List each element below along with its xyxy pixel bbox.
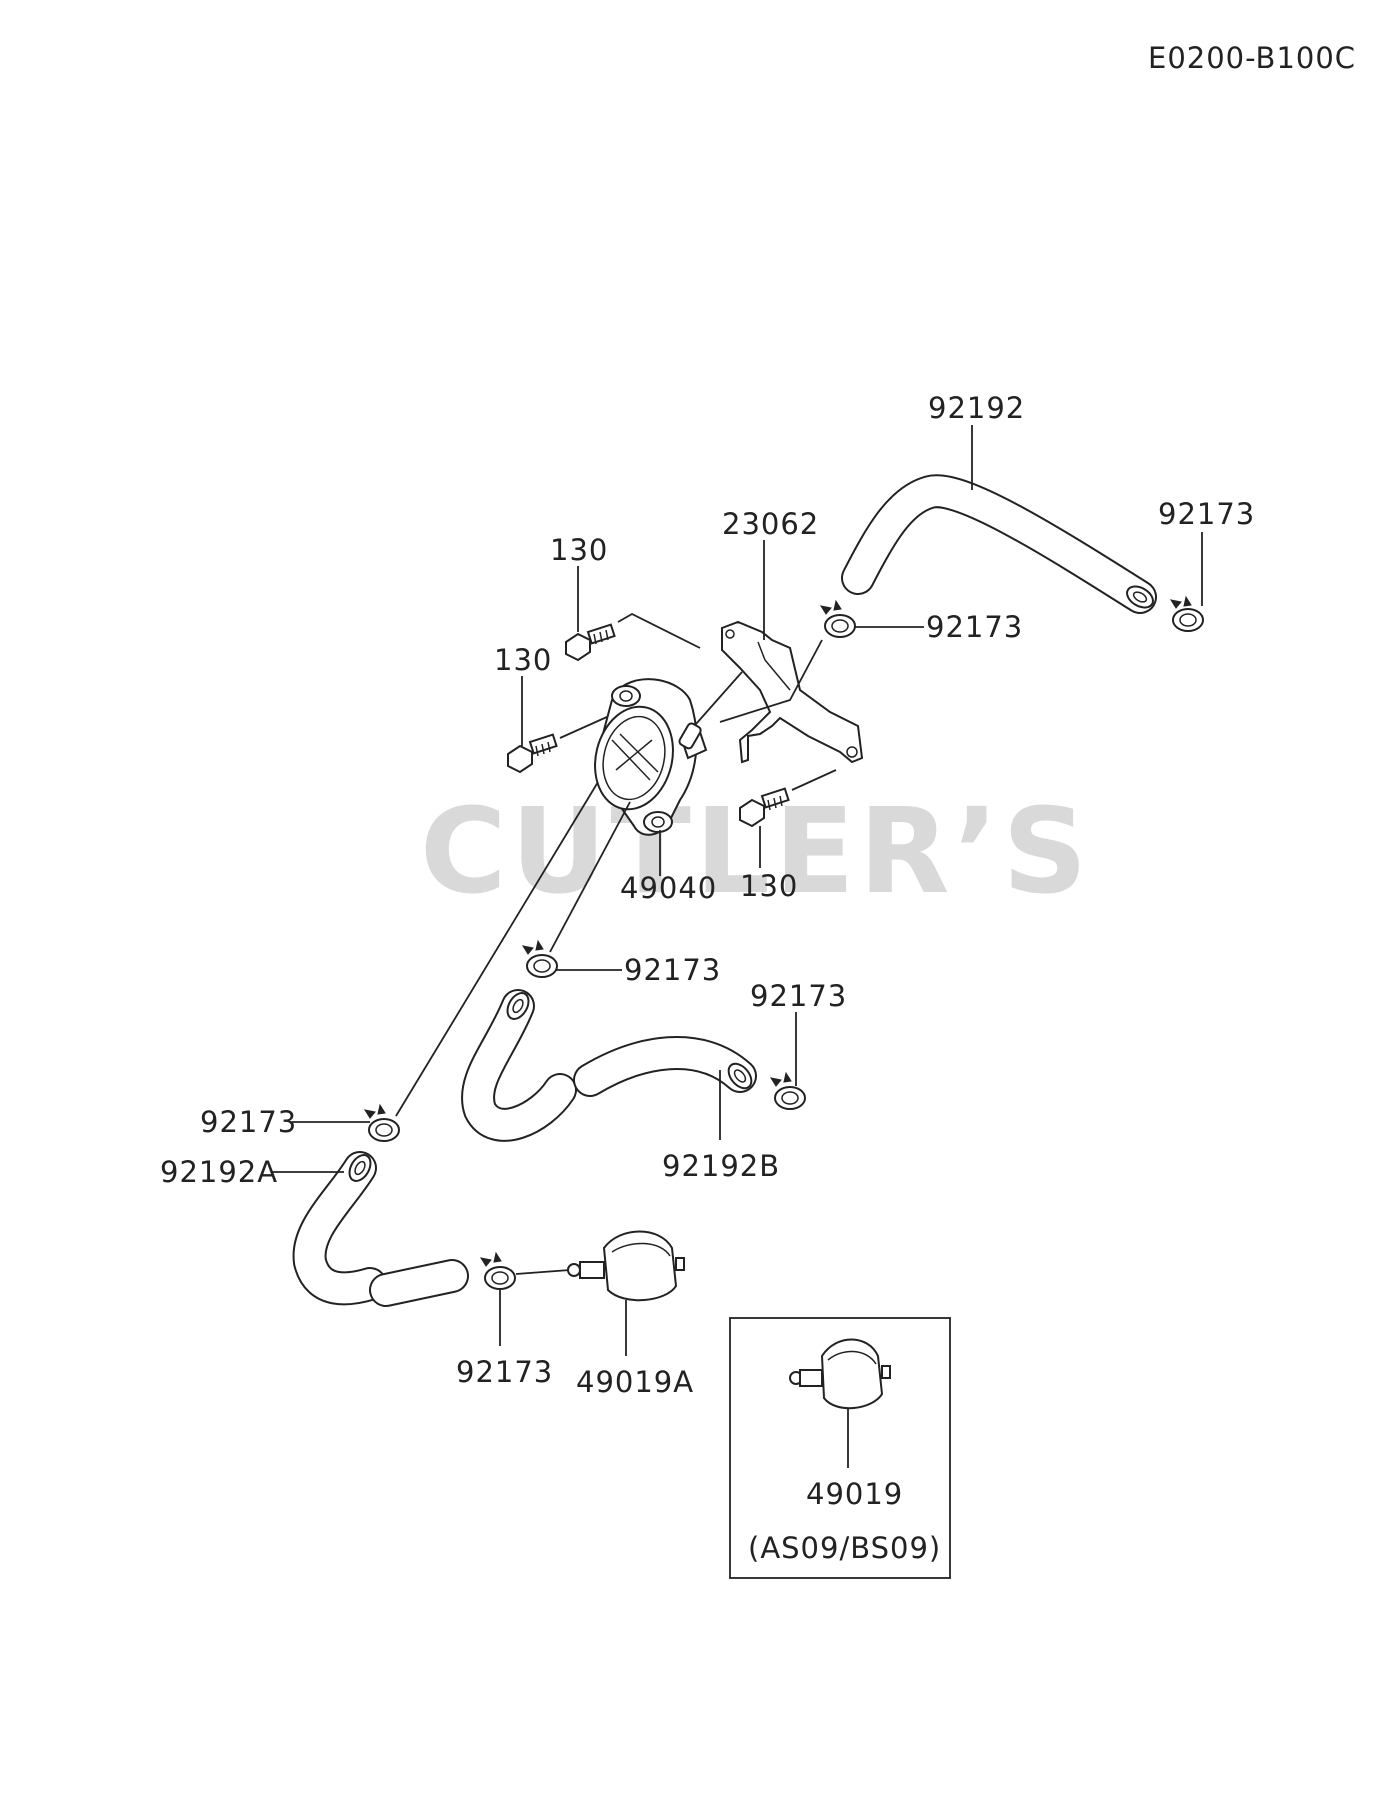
label-49019: 49019 — [806, 1477, 903, 1511]
label-130-left: 130 — [494, 643, 552, 677]
clamp-icon[interactable] — [819, 599, 856, 638]
fuel-pump-49040[interactable] — [585, 678, 708, 836]
label-92192b: 92192B — [662, 1149, 780, 1183]
label-92173-left: 92173 — [200, 1105, 297, 1139]
label-92192a: 92192A — [160, 1155, 278, 1189]
label-49019a: 49019A — [576, 1365, 694, 1399]
clamp-icon[interactable] — [521, 939, 558, 978]
label-92173-top-right: 92173 — [1158, 497, 1255, 531]
fuel-filter-49019[interactable] — [789, 1338, 891, 1410]
fuel-filter-49019a[interactable] — [567, 1230, 685, 1302]
clamp-icon[interactable] — [1169, 595, 1204, 632]
bolt-icon[interactable] — [565, 623, 616, 662]
label-23062: 23062 — [722, 507, 819, 541]
bolt-icon[interactable] — [739, 787, 790, 828]
bracket-23062[interactable] — [721, 620, 864, 764]
label-130-right: 130 — [740, 869, 798, 903]
bolt-icon[interactable] — [507, 733, 558, 774]
diagram-code: E0200-B100C — [1148, 41, 1356, 75]
label-130-top: 130 — [550, 533, 608, 567]
clamp-icon[interactable] — [363, 1103, 400, 1142]
label-92173-bottom: 92173 — [456, 1355, 553, 1389]
clamp-icon[interactable] — [479, 1251, 516, 1290]
hose-92192b[interactable] — [461, 989, 757, 1142]
label-92173-mid: 92173 — [624, 953, 721, 987]
label-49040: 49040 — [620, 871, 717, 905]
clamp-icon[interactable] — [769, 1071, 806, 1110]
label-92192: 92192 — [928, 391, 1025, 425]
label-92173-right: 92173 — [750, 979, 847, 1013]
label-92173-top-mid: 92173 — [926, 610, 1023, 644]
hose-92192[interactable] — [841, 474, 1157, 614]
hose-92192a[interactable] — [292, 1151, 469, 1307]
label-as09-bs09: (AS09/BS09) — [748, 1531, 941, 1565]
inset-box — [729, 1317, 951, 1579]
